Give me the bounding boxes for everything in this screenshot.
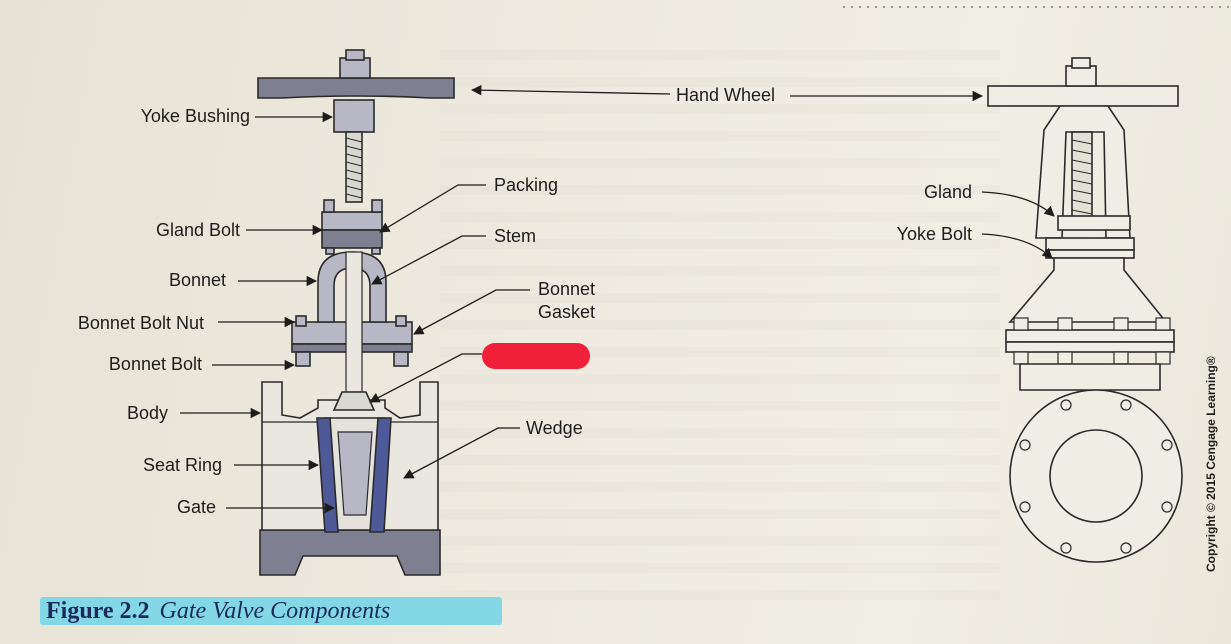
label-bonnet-bolt-nut: Bonnet Bolt Nut xyxy=(77,313,204,333)
external-view xyxy=(987,57,1183,563)
leader-arrows xyxy=(180,84,1055,514)
label-seat-ring: Seat Ring xyxy=(142,455,222,475)
sectional-view xyxy=(257,49,455,576)
hand-wheel xyxy=(257,77,455,99)
seat-ring-right xyxy=(369,417,392,533)
label-stem: Stem xyxy=(494,226,537,246)
copyright-notice: Copyright © 2015 Cengage Learning® xyxy=(1204,356,1218,572)
label-yoke-bolt: Yoke Bolt xyxy=(896,224,972,244)
caption-highlight xyxy=(40,597,502,625)
figure-number: Figure 2.2 xyxy=(46,598,150,624)
yoke-bushing xyxy=(333,99,375,133)
label-body: Body xyxy=(126,403,168,423)
label-gland: Gland xyxy=(923,182,972,202)
figure-title: Gate Valve Components xyxy=(159,598,391,624)
body-bottom-flange xyxy=(259,529,441,576)
packing xyxy=(321,229,383,249)
redaction-mark xyxy=(482,343,590,369)
yoke xyxy=(1035,105,1131,239)
label-gate: Gate xyxy=(176,497,216,517)
stem xyxy=(345,251,363,393)
label-bonnet-gasket-line1: Bonnet xyxy=(538,279,596,299)
page-dotted-border xyxy=(840,6,1231,8)
flange-bolt-holes xyxy=(1019,399,1173,554)
label-packing: Packing xyxy=(494,175,559,195)
label-bonnet: Bonnet xyxy=(168,270,226,290)
bonnet xyxy=(317,251,387,323)
flange-bore xyxy=(1049,429,1143,523)
figure-caption: Figure 2.2 Gate Valve Components xyxy=(46,598,390,625)
label-gland-bolt: Gland Bolt xyxy=(155,220,240,240)
bonnet-bolts-external xyxy=(1013,317,1171,365)
gland-external xyxy=(1057,215,1131,231)
label-bonnet-gasket-line2: Gasket xyxy=(538,302,596,322)
gland xyxy=(321,211,383,231)
label-wedge: Wedge xyxy=(526,418,583,438)
page-bleedthrough-text xyxy=(440,50,1000,610)
hand-wheel-external xyxy=(987,85,1179,107)
bonnet-external xyxy=(1008,257,1168,323)
stem-threaded xyxy=(345,131,363,203)
label-bonnet-bolt: Bonnet Bolt xyxy=(108,354,202,374)
label-yoke-bushing: Yoke Bushing xyxy=(140,106,250,126)
label-hand-wheel: Hand Wheel xyxy=(676,85,776,105)
